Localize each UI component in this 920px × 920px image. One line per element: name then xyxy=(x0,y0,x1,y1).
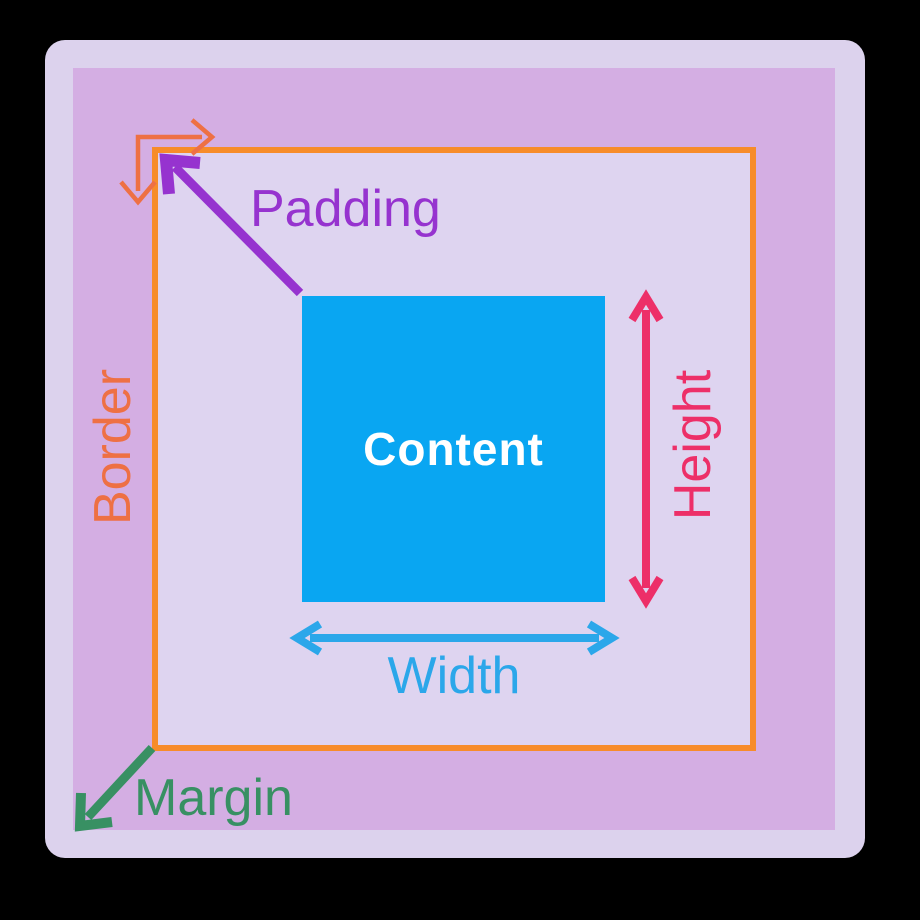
content-box: Content xyxy=(302,296,605,602)
border-label: Border xyxy=(84,368,142,526)
padding-label: Padding xyxy=(250,180,441,238)
margin-label: Margin xyxy=(134,769,293,827)
content-label: Content xyxy=(363,423,544,475)
width-label: Width xyxy=(387,647,521,705)
height-label: Height xyxy=(664,369,722,521)
